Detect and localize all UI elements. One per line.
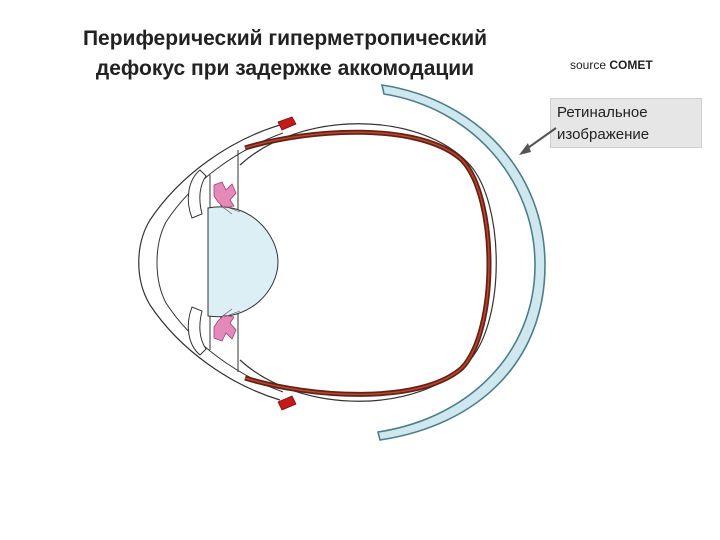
- muscle-tip-lower: [277, 395, 297, 411]
- ciliary-body-upper: [213, 181, 241, 215]
- ciliary-body-lower: [213, 308, 241, 342]
- source-prefix: source: [570, 58, 607, 72]
- cornea-inner-outline: [156, 132, 284, 393]
- callout-line-2: изображение: [557, 126, 650, 143]
- eye-outline: [138, 124, 281, 401]
- retinal-image-callout: Ретинальное изображение: [550, 98, 702, 148]
- source-name: COMET: [609, 58, 653, 72]
- source-credit: source COMET: [570, 58, 653, 72]
- retina: [244, 129, 492, 397]
- diagram-title: Периферический гиперметропический дефоку…: [30, 24, 540, 84]
- muscle-tip-upper: [277, 116, 297, 131]
- retina-inner-line: [244, 131, 490, 396]
- lens: [207, 206, 279, 318]
- callout-line-1: Ретинальное: [557, 104, 648, 121]
- callout-arrow: [519, 127, 557, 155]
- title-line-2: дефокус при задержке аккомодации: [95, 57, 475, 80]
- globe-outline: [239, 123, 497, 402]
- title-line-1: Периферический гиперметропический: [82, 27, 488, 50]
- retinal-image-shell: [377, 84, 546, 441]
- iris-lower: [187, 306, 207, 356]
- iris-upper: [187, 169, 207, 219]
